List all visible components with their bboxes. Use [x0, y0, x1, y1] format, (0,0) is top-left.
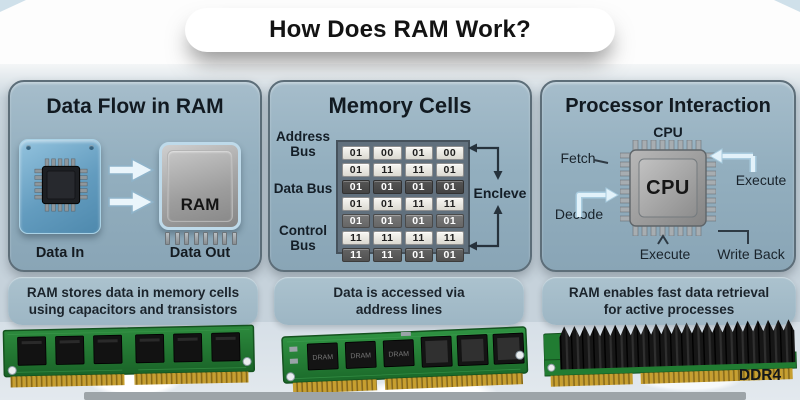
microchip-icon: [34, 158, 88, 212]
decode-label: Decode: [554, 206, 604, 222]
caption-text: RAM enables fast data retrieval for acti…: [568, 284, 770, 317]
ram-chip-pins: [165, 232, 237, 245]
memory-cell: 01: [373, 180, 402, 194]
screw-dot: [26, 145, 31, 150]
memory-cell: 01: [404, 180, 433, 194]
ram-stick-heatsink-image: [542, 319, 797, 387]
memory-cell: 01: [435, 248, 464, 262]
ddr4-label: DDR4: [738, 367, 782, 384]
encleve-label: Encleve: [473, 185, 527, 201]
screw-dot: [89, 145, 94, 150]
memory-cell: 01: [342, 197, 371, 211]
ram-chip-label: RAM: [180, 195, 220, 214]
bracket-arrows-icon: [468, 143, 503, 251]
page-title: How Does RAM Work?: [269, 16, 531, 43]
right-arrow-icon: [108, 189, 155, 215]
caption-data-flow: RAM stores data in memory cells using ca…: [8, 277, 258, 325]
memory-cell: 11: [373, 163, 402, 177]
memory-cell: 01: [435, 214, 464, 228]
memory-cell: 01: [342, 214, 371, 228]
memory-cell: 11: [435, 231, 464, 245]
address-bus-label: Address Bus: [275, 129, 331, 160]
memory-cell: 01: [342, 180, 371, 194]
data-in-label: Data In: [35, 245, 85, 261]
corner-decoration: [774, 0, 800, 12]
memory-cell: 01: [342, 146, 371, 160]
memory-cell: 01: [404, 214, 433, 228]
memory-cell: 11: [373, 231, 402, 245]
data-bus-label: Data Bus: [273, 181, 333, 196]
memory-cell: 11: [435, 197, 464, 211]
ram-chip-icon: RAM: [159, 142, 241, 230]
memory-cell: 11: [342, 248, 371, 262]
memory-cell: 11: [404, 163, 433, 177]
memory-cell: 01: [404, 248, 433, 262]
title-banner: How Does RAM Work?: [185, 8, 615, 52]
data-out-label: Data Out: [169, 245, 231, 261]
svg-text:DRAM: DRAM: [388, 351, 409, 359]
memory-cell: 01: [373, 197, 402, 211]
svg-text:DRAM: DRAM: [312, 354, 333, 362]
memory-cell: 01: [404, 146, 433, 160]
cpu-chip-icon: [620, 140, 716, 236]
bottom-bar: [84, 392, 746, 400]
ram-stick-image: DRAM DRAM DRAM: [281, 326, 529, 394]
panel-title: Memory Cells: [328, 93, 472, 118]
caption-text: RAM stores data in memory cells using ca…: [26, 284, 240, 317]
panel-processor-interaction: Processor Interaction CPU CPU Fetch: [540, 80, 796, 272]
caption-text: Data is accessed via address lines: [333, 284, 465, 317]
control-bus-label: Control Bus: [279, 223, 327, 254]
panel-title: Processor Interaction: [565, 95, 771, 117]
panel-title: Data Flow in RAM: [46, 95, 224, 118]
corner-decoration: [0, 0, 26, 12]
memory-cell: 01: [435, 180, 464, 194]
caption-processor: RAM enables fast data retrieval for acti…: [542, 277, 796, 325]
execute-bottom-label: Execute: [639, 246, 691, 262]
memory-cell: 11: [373, 248, 402, 262]
fetch-label: Fetch: [560, 150, 596, 166]
cpu-chip-label: CPU: [646, 176, 690, 199]
memory-cell: 11: [404, 197, 433, 211]
execute-right-label: Execute: [735, 172, 787, 188]
memory-cell: 11: [342, 231, 371, 245]
panel-memory-cells: Memory Cells Address Bus Data Bus Contro…: [268, 80, 532, 272]
cpu-top-label: CPU: [653, 124, 683, 140]
memory-cell: 11: [404, 231, 433, 245]
ram-stick-image: [2, 324, 256, 388]
memory-cell: 01: [373, 214, 402, 228]
memory-cell: 00: [435, 146, 464, 160]
ram-chip-body: [167, 150, 233, 222]
write-back-label: Write Back: [717, 246, 785, 262]
memory-cell-grid: 01 00 01 00 01 11 11 01 01 01 01 01 01 0…: [336, 140, 470, 262]
input-chip-card: [19, 139, 101, 234]
panel-data-flow: Data Flow in RAM RAM: [8, 80, 262, 272]
memory-cell: 00: [373, 146, 402, 160]
caption-memory-cells: Data is accessed via address lines: [274, 277, 524, 325]
memory-cell: 01: [342, 163, 371, 177]
svg-text:DRAM: DRAM: [350, 352, 371, 360]
memory-cell: 01: [435, 163, 464, 177]
right-arrow-icon: [108, 157, 155, 183]
